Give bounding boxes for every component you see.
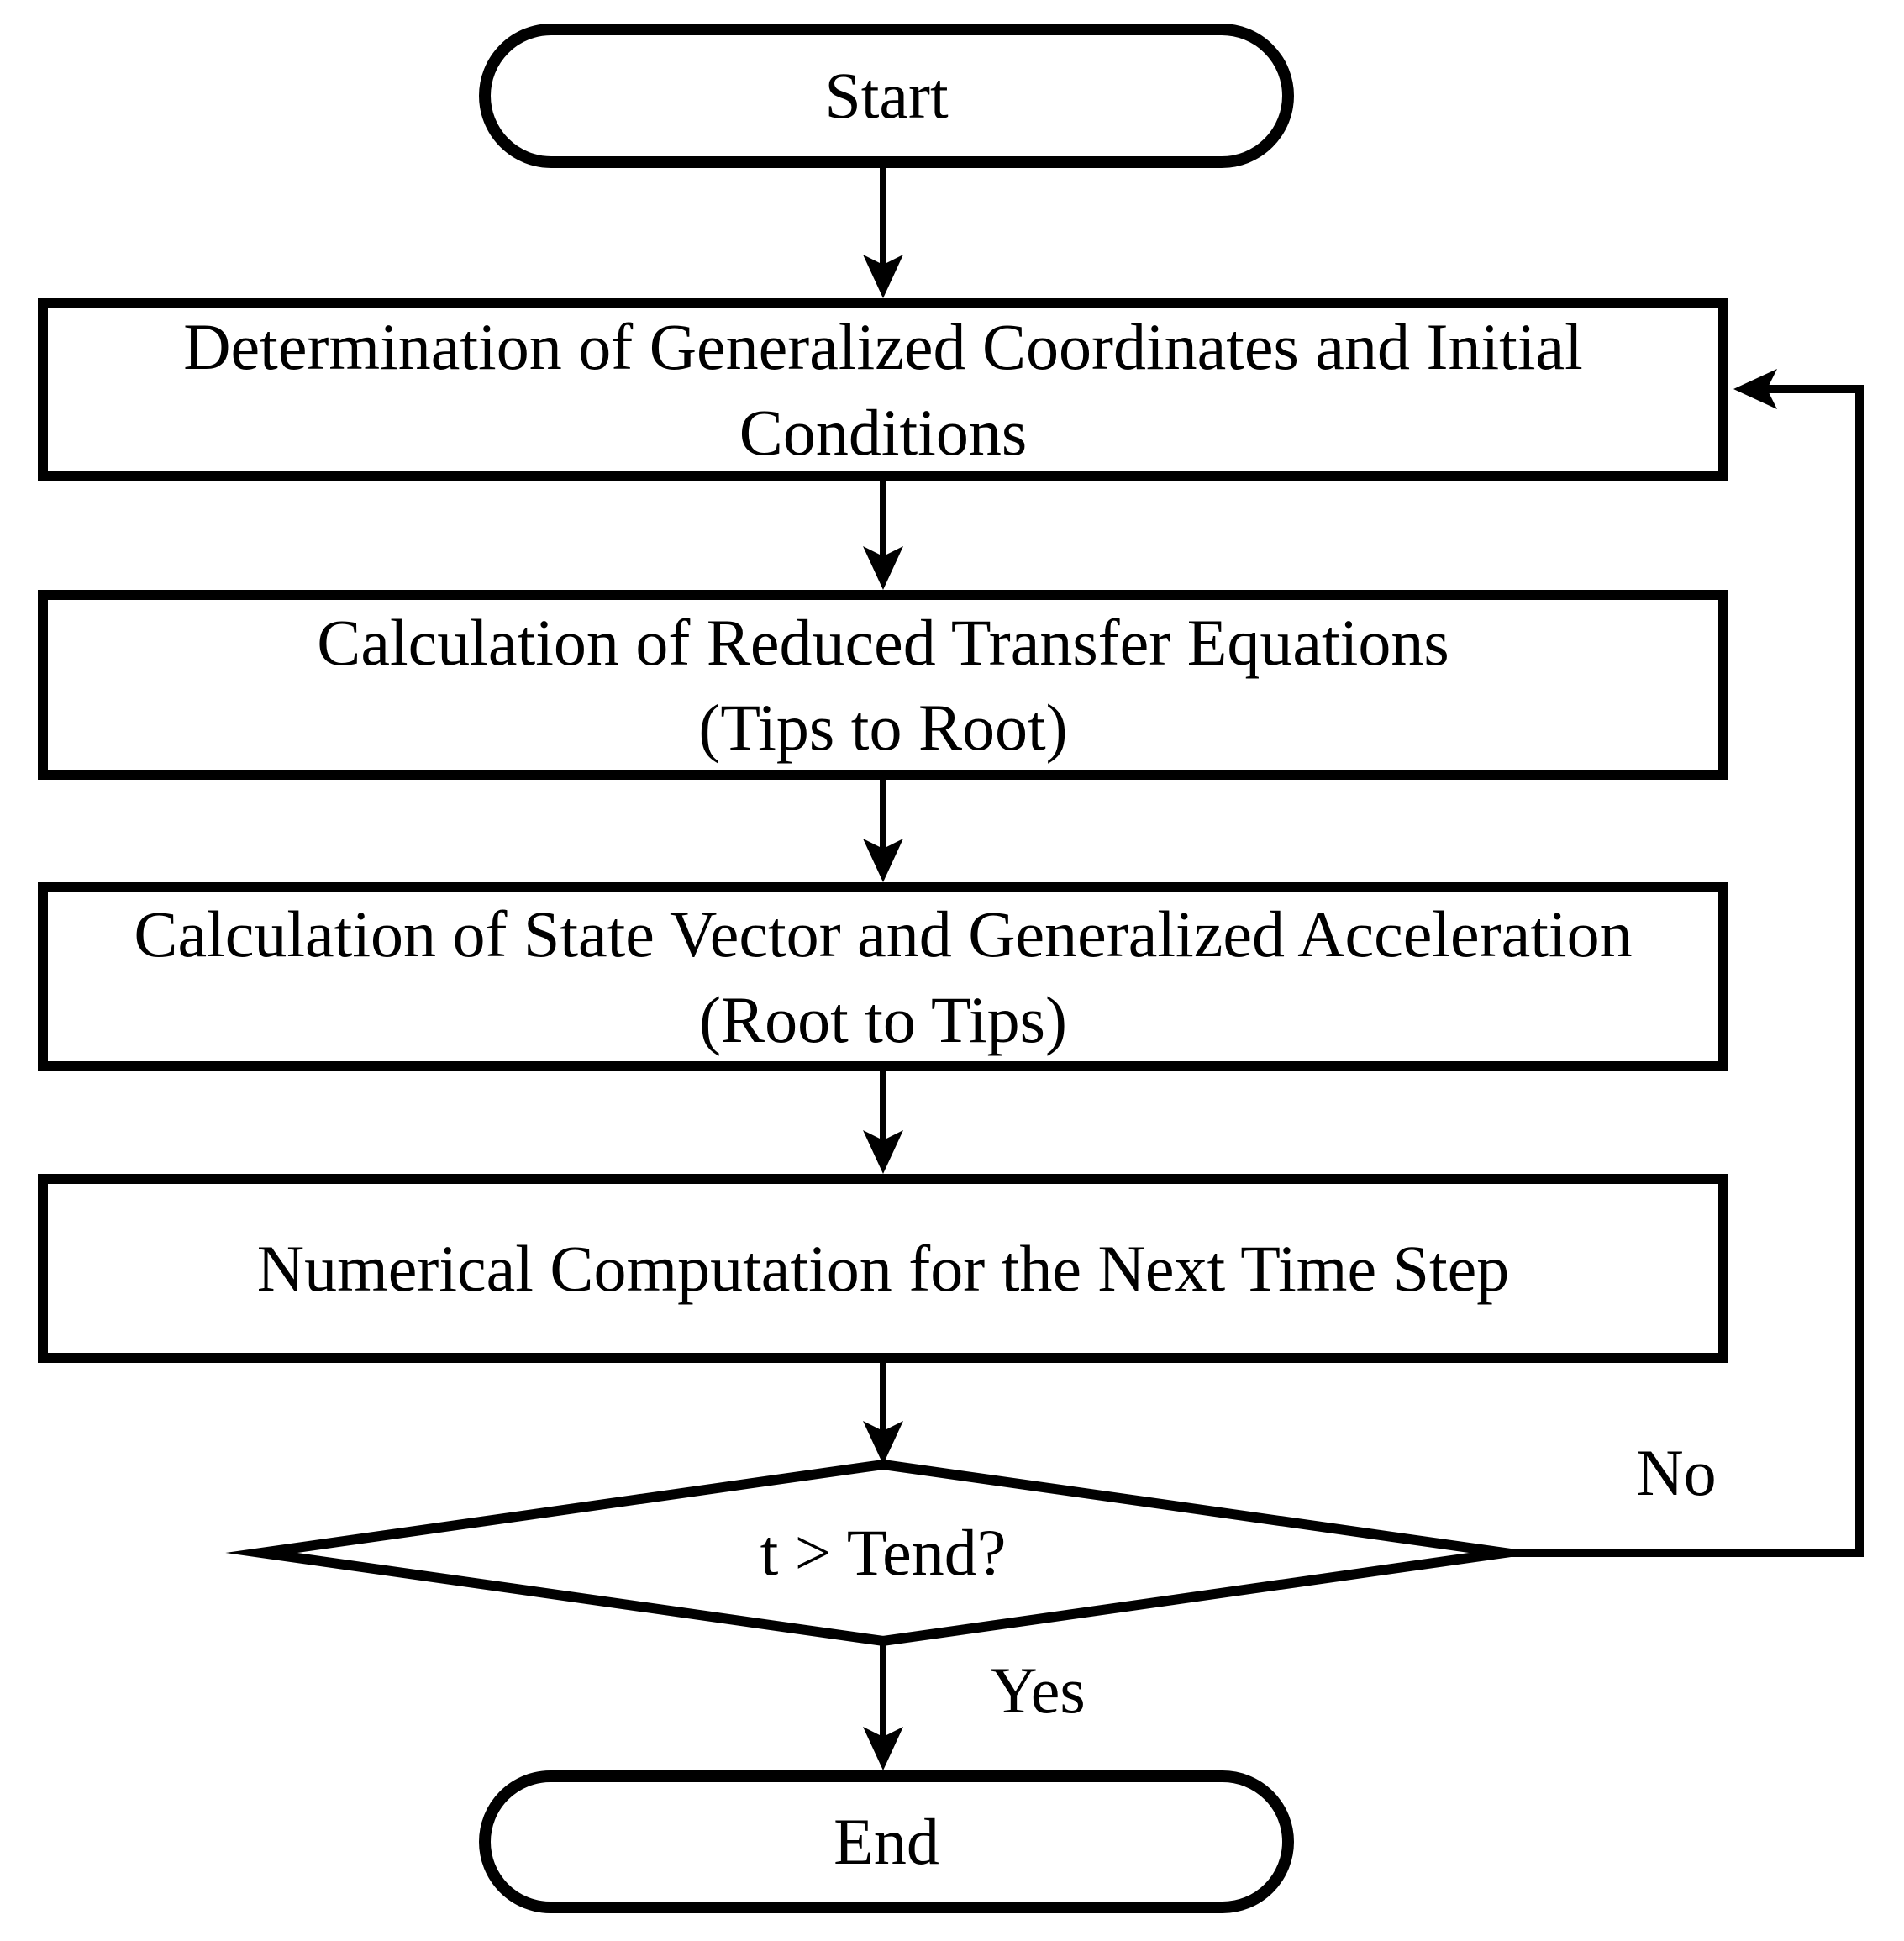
node-start-label: Start — [824, 59, 949, 133]
node-step2-label-line2: (Tips to Root) — [698, 691, 1068, 764]
node-end-label: End — [834, 1805, 939, 1879]
edge-label-no: No — [1636, 1436, 1717, 1509]
arrowhead-step4-to-decision — [863, 1421, 903, 1465]
arrowhead-decision-to-step1 — [1733, 369, 1777, 409]
node-step2-label-line1: Calculation of Reduced Transfer Equation… — [317, 605, 1449, 679]
node-step4: Numerical Computation for the Next Time … — [38, 1174, 1728, 1363]
edge-label-yes: Yes — [990, 1654, 1086, 1727]
arrowhead-decision-to-end — [863, 1727, 903, 1770]
node-step1-label-line1: Determination of Generalized Coordinates… — [183, 310, 1583, 384]
node-step3-label-line1: Calculation of State Vector and Generali… — [134, 897, 1633, 971]
node-step3: Calculation of State Vector and Generali… — [38, 882, 1728, 1071]
node-start: Start — [479, 24, 1294, 168]
arrowhead-step3-to-step4 — [863, 1130, 903, 1174]
node-step3-label-line2: (Root to Tips) — [699, 982, 1067, 1056]
node-step1: Determination of Generalized Coordinates… — [38, 298, 1728, 481]
node-decision-label-container: t > Tend? — [261, 1465, 1505, 1641]
arrowhead-step1-to-step2 — [863, 546, 903, 590]
arrowhead-step2-to-step3 — [863, 839, 903, 882]
node-step1-label-line2: Conditions — [739, 395, 1028, 469]
no-loop-line — [1505, 385, 1864, 1557]
node-step2: Calculation of Reduced Transfer Equation… — [38, 590, 1728, 780]
arrowhead-start-to-step1 — [863, 255, 903, 298]
node-end: End — [479, 1770, 1294, 1913]
node-step4-label: Numerical Computation for the Next Time … — [256, 1231, 1510, 1305]
node-decision-label: t > Tend? — [760, 1516, 1007, 1589]
